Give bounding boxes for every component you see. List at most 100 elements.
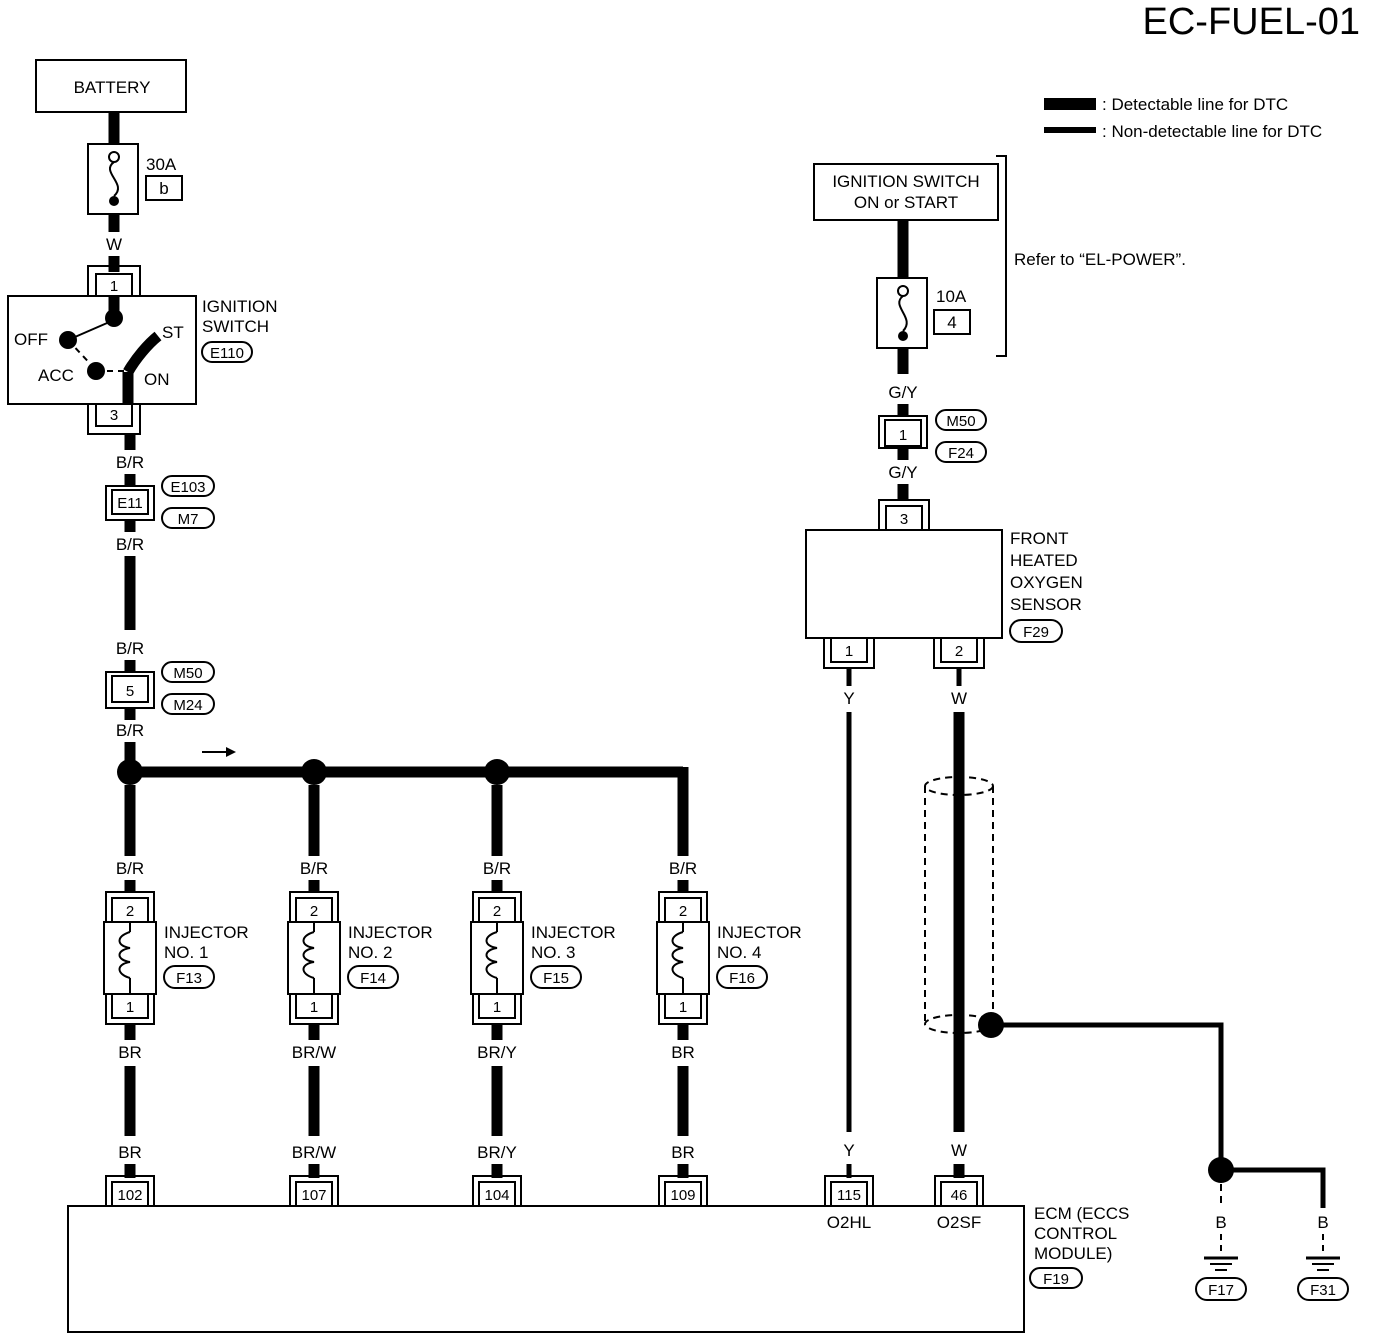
wire-br-3: B/R [116, 639, 144, 658]
conn-1-c1: M50 [946, 413, 975, 430]
wire-br-4: B/R [116, 721, 144, 740]
ecm-wire-label: BR/Y [477, 1143, 517, 1162]
injector-wire-in: B/R [669, 859, 697, 878]
wire-y-top: Y [843, 689, 854, 708]
o2-sensor [805, 499, 1003, 669]
wire-gy-2: G/Y [888, 463, 917, 482]
legend: : Detectable line for DTC : Non-detectab… [1044, 95, 1322, 141]
injector-connector: F14 [360, 970, 386, 987]
conn-1-pin: 1 [899, 427, 907, 444]
conn-e11-c1: E103 [170, 479, 205, 496]
ground-f31: F31 [1310, 1282, 1336, 1299]
battery-label: BATTERY [74, 78, 151, 97]
o2-line4: SENSOR [1010, 595, 1082, 614]
legend-thick-line [1044, 98, 1096, 110]
injector-pin-bottom: 1 [126, 999, 134, 1016]
ign-switch-label1: IGNITION [202, 297, 278, 316]
injector-wire-in: B/R [300, 859, 328, 878]
ign-switch-label2: SWITCH [202, 317, 269, 336]
ign-switch-connector: E110 [210, 345, 244, 362]
injector-connector: F16 [729, 970, 755, 987]
injector-line2: NO. 2 [348, 943, 392, 962]
injector-line2: NO. 1 [164, 943, 208, 962]
ecm-pin: 104 [484, 1187, 509, 1204]
wire-y-bottom: Y [843, 1141, 854, 1160]
wire-w-o2: W [951, 689, 967, 708]
ground-wire-b1: B [1215, 1213, 1226, 1232]
diagram-title: EC-FUEL-01 [1143, 1, 1361, 43]
o2-line2: HEATED [1010, 551, 1078, 570]
injector-pin-top: 2 [679, 903, 687, 920]
fuse-30a-rating: 30A [146, 155, 177, 174]
injector-wire-out: BR/Y [477, 1043, 517, 1062]
ecm-o2-pin: 46 [951, 1187, 968, 1204]
ground-f17: F17 [1208, 1282, 1234, 1299]
ign-on: ON [144, 370, 170, 389]
ign-acc: ACC [38, 366, 74, 385]
o2-line1: FRONT [1010, 529, 1069, 548]
o2-line3: OXYGEN [1010, 573, 1083, 592]
injector-pin-top: 2 [493, 903, 501, 920]
legend-non-detectable: : Non-detectable line for DTC [1102, 122, 1322, 141]
ign-pin-top: 1 [110, 278, 118, 295]
injector-line1: INJECTOR [348, 923, 433, 942]
ecm-line1: ECM (ECCS [1034, 1204, 1129, 1223]
fuse-30a-id: b [159, 179, 168, 198]
ecm-wire-label: BR/W [292, 1143, 336, 1162]
ign-on-start-line2: ON or START [854, 193, 958, 212]
o2-pin2: 2 [955, 643, 963, 660]
ecm-line2: CONTROL [1034, 1224, 1117, 1243]
injector-connector: F15 [543, 970, 569, 987]
ign-on-start-box [813, 163, 999, 221]
ign-on-start-line1: IGNITION SWITCH [832, 172, 979, 191]
refer-el-power: Refer to “EL-POWER”. [1014, 250, 1186, 269]
ignition-switch: 1 3 [7, 265, 197, 435]
injector-line1: INJECTOR [531, 923, 616, 942]
ecm-o2-label: O2SF [937, 1213, 981, 1232]
wire-br-2: B/R [116, 535, 144, 554]
ecm-o2-pin: 115 [837, 1187, 861, 1204]
fuse-10a-rating: 10A [936, 287, 967, 306]
ign-off: OFF [14, 330, 48, 349]
conn-1-c2: F24 [948, 445, 974, 462]
o2-pin-top: 3 [900, 511, 908, 528]
ecm-box [67, 1205, 1025, 1333]
injector-line2: NO. 4 [717, 943, 761, 962]
injector-line1: INJECTOR [164, 923, 249, 942]
injector-pin-top: 2 [310, 903, 318, 920]
ecm-pin: 107 [301, 1187, 326, 1204]
conn-e11-c2: M7 [178, 511, 199, 528]
fuse-30a [87, 143, 139, 215]
shield [924, 776, 994, 1034]
injector-wire-in: B/R [116, 859, 144, 878]
o2-connector: F29 [1023, 624, 1049, 641]
fuse-10a-id: 4 [947, 313, 956, 332]
injector-wire-in: B/R [483, 859, 511, 878]
fuse-10a [876, 277, 928, 349]
ground-symbol-1 [1204, 1256, 1238, 1271]
injector-wire-out: BR [671, 1043, 695, 1062]
ign-pin-bottom: 3 [110, 407, 118, 424]
injector-wire-out: BR/W [292, 1043, 336, 1062]
injector-pin-bottom: 1 [493, 999, 501, 1016]
ground-symbol-2 [1306, 1256, 1340, 1271]
ground-wire-b2: B [1317, 1213, 1328, 1232]
legend-detectable: : Detectable line for DTC [1102, 95, 1288, 114]
injector-pin-bottom: 1 [310, 999, 318, 1016]
ign-st: ST [162, 323, 184, 342]
injector-connector: F13 [176, 970, 202, 987]
ecm-line3: MODULE) [1034, 1244, 1112, 1263]
o2-pin1: 1 [845, 643, 853, 660]
ecm-wire-label: BR [671, 1143, 695, 1162]
ecm-o2-label: O2HL [827, 1213, 871, 1232]
wire-w-bottom: W [951, 1141, 967, 1160]
ecm-wire-label: BR [118, 1143, 142, 1162]
